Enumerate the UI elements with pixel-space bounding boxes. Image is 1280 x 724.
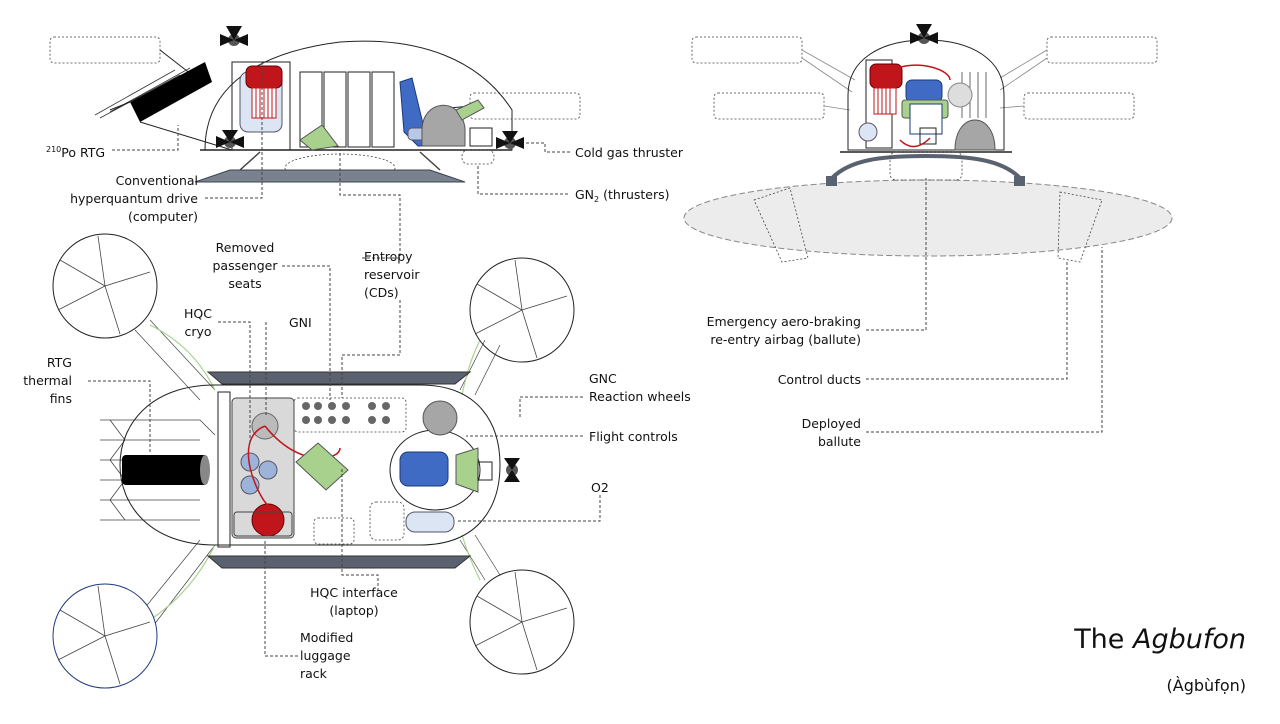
thruster-icon <box>496 131 524 149</box>
page-title: The Agbufon <box>1074 624 1246 655</box>
top-seat <box>399 451 449 487</box>
top-o2-tank <box>405 511 455 533</box>
front-reaction-wheels <box>954 119 996 151</box>
empty-callout-box <box>49 36 161 64</box>
control-duct <box>1057 191 1103 263</box>
top-removed-seats <box>293 397 407 433</box>
thruster-icon <box>910 24 938 44</box>
cd-rack <box>371 71 395 148</box>
side-skid <box>194 169 466 183</box>
top-reaction-wheel <box>422 400 458 436</box>
top-skid <box>206 555 472 569</box>
empty-callout-box <box>713 92 825 120</box>
top-laptop <box>295 442 349 491</box>
top-rtg <box>122 455 208 485</box>
ballute-fan <box>469 257 575 363</box>
thruster-icon <box>220 26 248 46</box>
front-rtg <box>869 63 903 89</box>
front-seat <box>905 79 943 103</box>
side-flight-controls <box>455 99 485 121</box>
empty-callout-box <box>691 36 803 64</box>
side-hull <box>204 40 513 151</box>
ballute-fan <box>469 569 575 675</box>
ballute-fan <box>52 583 158 689</box>
leader-lines <box>88 62 1103 657</box>
empty-callout-box <box>1046 36 1158 64</box>
page-subtitle: (Àgbùfọn) <box>1166 676 1246 695</box>
side-view <box>49 26 581 183</box>
label-rtg: 210Po RTG <box>46 145 106 160</box>
thruster-icon <box>504 458 520 482</box>
top-view <box>52 233 575 689</box>
front-view <box>683 24 1173 263</box>
top-skid <box>206 371 472 385</box>
cd-rack <box>323 71 347 148</box>
top-hull <box>119 384 501 546</box>
empty-callout-box <box>469 92 581 120</box>
side-gn2-tank <box>461 149 495 165</box>
label-hqc-interface: HQC interface(laptop) <box>310 585 398 618</box>
control-duct <box>753 187 809 263</box>
top-flight-controls <box>455 447 479 493</box>
side-reaction-wheels <box>421 104 466 147</box>
ballute-fan <box>52 233 158 339</box>
label-control-ducts: Control ducts <box>777 372 861 387</box>
side-rtg <box>245 65 283 89</box>
cd-rack <box>347 71 371 148</box>
empty-callout-box <box>1023 92 1135 120</box>
label-flight-controls: Flight controls <box>589 429 678 444</box>
label-gn2-thrusters: GN2 (thrusters) <box>575 187 670 204</box>
side-laptop <box>299 124 339 151</box>
deployed-ballute <box>683 179 1173 257</box>
front-skids <box>830 153 1022 180</box>
label-cold-gas-thruster: Cold gas thruster <box>575 145 683 160</box>
label-o2: O2 <box>591 480 609 495</box>
thruster-icon <box>216 130 244 148</box>
label-gni: GNI <box>289 315 312 330</box>
side-rtg-fins <box>130 62 212 122</box>
